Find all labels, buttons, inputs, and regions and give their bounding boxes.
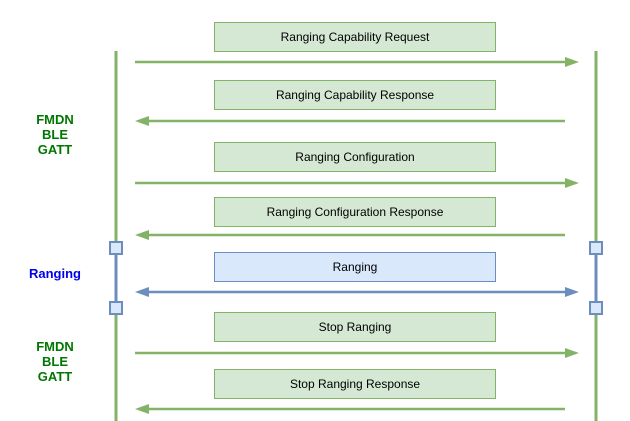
side-label-line: GATT (37, 142, 73, 157)
message-box-ranging: Ranging (214, 252, 496, 282)
arrowhead-right-icon (565, 178, 579, 188)
side-label-line: FMDN (36, 112, 74, 127)
message-box-ranging-configuration: Ranging Configuration (214, 142, 496, 172)
activation-node (109, 301, 123, 315)
arrowhead-right-icon (565, 57, 579, 67)
activation-node (589, 241, 603, 255)
side-label-line: BLE (42, 354, 68, 369)
arrowhead-left-icon (135, 116, 149, 126)
arrowhead-right-icon (565, 348, 579, 358)
side-label-fmdn-ble-gatt-top: FMDN BLE GATT (5, 112, 105, 157)
message-arrow-ranging-configuration (135, 178, 579, 188)
message-arrow-ranging-capability-response (135, 116, 565, 126)
arrowhead-right-icon (565, 287, 579, 297)
message-arrow-ranging-configuration-response (135, 230, 565, 240)
message-box-ranging-capability-response: Ranging Capability Response (214, 80, 496, 110)
side-label-ranging: Ranging (5, 266, 105, 281)
arrowhead-left-icon (135, 404, 149, 414)
side-label-line: GATT (37, 369, 73, 384)
arrowhead-left-icon (135, 287, 149, 297)
message-arrow-ranging (135, 287, 579, 297)
side-label-fmdn-ble-gatt-bottom: FMDN BLE GATT (5, 339, 105, 384)
message-arrow-stop-ranging-response (135, 404, 565, 414)
side-label-line: FMDN (36, 339, 74, 354)
message-box-stop-ranging-response: Stop Ranging Response (214, 369, 496, 399)
message-box-stop-ranging: Stop Ranging (214, 312, 496, 342)
message-arrow-ranging-capability-request (135, 57, 579, 67)
activation-node (589, 301, 603, 315)
arrowhead-left-icon (135, 230, 149, 240)
message-arrows (135, 57, 579, 414)
message-arrow-stop-ranging (135, 348, 579, 358)
activation-node (109, 241, 123, 255)
side-label-line: Ranging (29, 266, 81, 281)
message-box-ranging-capability-request: Ranging Capability Request (214, 22, 496, 52)
side-label-line: BLE (42, 127, 68, 142)
message-box-ranging-configuration-response: Ranging Configuration Response (214, 197, 496, 227)
